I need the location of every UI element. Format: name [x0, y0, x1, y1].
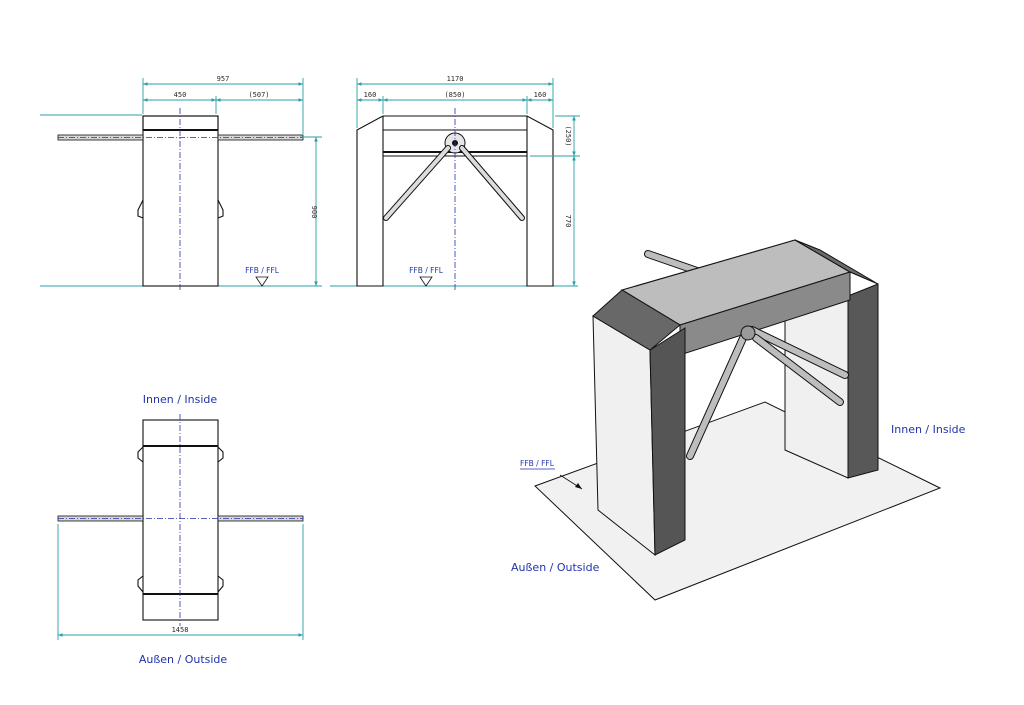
iso-arm-down: [687, 333, 747, 459]
dim-plan-overall: 1458: [172, 626, 189, 634]
dim-side-right: (507): [248, 91, 269, 99]
dim-side-overall: 957: [217, 75, 230, 83]
iso-outside-label: Außen / Outside: [511, 561, 600, 574]
dim-side-left: 450: [174, 91, 187, 99]
iso-arm-rear: [645, 251, 703, 275]
iso-arm-diag: [753, 335, 843, 405]
floor-triangle-icon: [419, 276, 433, 287]
iso-inside-label: Innen / Inside: [891, 423, 966, 436]
front-view: 1170 160 (850) 160 (250) 770 FFB / FFL: [330, 75, 580, 292]
side-view: 957 450 (507) 900 FFB / FFL: [40, 75, 322, 292]
plan-inside-label: Innen / Inside: [143, 393, 218, 406]
isometric-view: FFB / FFL Innen / Inside Außen / Outside: [511, 239, 966, 601]
dim-front-overall: 1170: [447, 75, 464, 83]
plan-outside-label: Außen / Outside: [139, 653, 228, 666]
plan-view: Innen / Inside 1458 Außen / Outside: [57, 393, 304, 666]
plan-cabinet: [142, 419, 219, 621]
side-cabinet: [142, 115, 219, 287]
dim-side-height: 900: [310, 206, 318, 219]
iso-arm-right: [749, 327, 848, 378]
iso-hub: [740, 325, 756, 341]
iso-floor-label: FFB / FFL: [520, 459, 555, 468]
floor-triangle-icon: [255, 276, 269, 287]
dim-front-right-post: 160: [534, 91, 547, 99]
dim-front-passage: (850): [444, 91, 465, 99]
dim-front-top-height: (250): [564, 125, 572, 146]
front-floor-label: FFB / FFL: [409, 266, 444, 275]
dim-front-left-post: 160: [364, 91, 377, 99]
front-frame: [356, 115, 554, 287]
dim-front-passage-height: 770: [564, 215, 572, 228]
side-floor-label: FFB / FFL: [245, 266, 280, 275]
